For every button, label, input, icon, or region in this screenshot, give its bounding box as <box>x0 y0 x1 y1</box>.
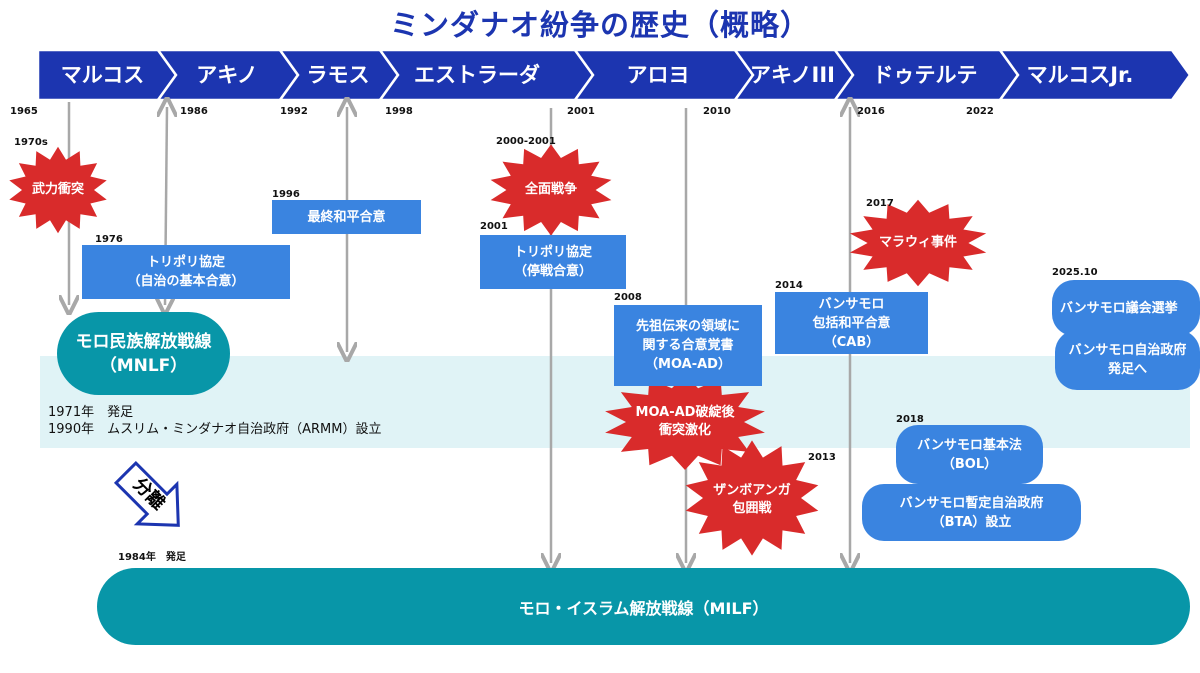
president-aquino: アキノ <box>196 63 258 87</box>
event-year: 2018 <box>896 414 924 425</box>
year-label: 1992 <box>280 106 308 117</box>
event-year: 1996 <box>272 189 300 200</box>
box-text: バンサモロ自治政府 <box>1068 343 1187 358</box>
event-year: 2025.10 <box>1052 267 1098 278</box>
event-year: 1976 <box>95 234 123 245</box>
president-arroyo: アロヨ <box>626 63 690 87</box>
event-bta: バンサモロ暫定自治政府 （BTA）設立 <box>862 484 1081 541</box>
starburst-shape <box>849 199 987 287</box>
year-label: 1998 <box>385 106 413 117</box>
box-text: （停戦合意） <box>513 264 592 279</box>
box-text: 最終和平合意 <box>307 209 386 225</box>
event-all-out-war: 全面戦争 <box>524 182 578 197</box>
event-zamboanga: ザンボアンガ包囲戦 <box>713 482 790 518</box>
box-text: 先祖伝来の領域に <box>635 319 740 334</box>
box-text: バンサモロ <box>818 296 885 312</box>
event-parliament-election: バンサモロ議会選挙 <box>1052 280 1200 336</box>
event-final-peace-agreement: 最終和平合意 <box>272 200 421 234</box>
box-text: 発足へ <box>1107 362 1147 377</box>
box-text: バンサモロ議会選挙 <box>1060 300 1178 316</box>
box-text: トリポリ協定 <box>146 255 225 270</box>
year-label: 2016 <box>857 106 885 117</box>
star-text: MOA-AD破綻後 <box>635 405 735 420</box>
event-year: 2000-2001 <box>496 136 556 147</box>
mnlf-abbr: （MNLF） <box>99 355 188 376</box>
box-text: トリポリ協定 <box>513 245 592 260</box>
event-tripoli-1976: トリポリ協定 （自治の基本合意） <box>82 245 290 299</box>
event-year: 2013 <box>808 452 836 463</box>
star-text: ザンボアンガ <box>713 483 791 498</box>
event-bangsamoro-government: バンサモロ自治政府発足へ <box>1055 330 1200 390</box>
chevron-segment <box>997 48 1192 102</box>
milf-founded: 1984年 発足 <box>118 552 186 563</box>
milf-pill: モロ・イスラム解放戦線（MILF） <box>97 568 1190 645</box>
event-moa-ad-collapse: MOA-AD破綻後衝突激化 <box>636 404 735 440</box>
mnlf-note-1990: 1990年 ムスリム・ミンダナオ自治政府（ARMM）設立 <box>48 422 382 437</box>
mnlf-note-1971: 1971年 発足 <box>48 405 134 420</box>
year-label: 2010 <box>703 106 731 117</box>
star-text: 衝突激化 <box>658 423 712 438</box>
event-tripoli-2001: トリポリ協定 （停戦合意） <box>480 235 626 289</box>
box-text: バンサモロ基本法 <box>917 437 1022 453</box>
year-label: 2001 <box>567 106 595 117</box>
president-estrada: エストラーダ <box>414 63 540 87</box>
mnlf-pill: モロ民族解放戦線 （MNLF） <box>57 312 230 395</box>
event-year: 1970s <box>14 137 48 148</box>
event-marawi: マラウィ事件 <box>878 235 958 250</box>
split-arrow <box>113 460 180 527</box>
president-duterte: ドゥテルテ <box>872 63 978 87</box>
event-moa-ad: 先祖伝来の領域に関する合意覚書 （MOA-AD） <box>614 305 762 386</box>
year-label: 1965 <box>10 106 38 117</box>
box-text: 包括和平合意 <box>812 315 891 331</box>
president-aquino-iii: アキノIII <box>750 63 835 87</box>
starburst-shape <box>490 144 612 236</box>
starburst-shape <box>685 440 819 556</box>
box-text: （CAB） <box>823 334 880 350</box>
box-text: （BTA）設立 <box>931 514 1012 530</box>
mnlf-name: モロ民族解放戦線 <box>75 331 212 352</box>
event-armed-clash: 武力衝突 <box>31 182 85 197</box>
president-ramos: ラモス <box>306 63 370 87</box>
star-text: 包囲戦 <box>732 501 772 516</box>
president-marcos: マルコス <box>60 63 145 87</box>
box-text: （BOL） <box>941 456 998 472</box>
page-title: ミンダナオ紛争の歴史（概略） <box>389 8 810 42</box>
event-year: 2001 <box>480 221 508 232</box>
milf-name: モロ・イスラム解放戦線（MILF） <box>518 598 769 618</box>
event-year: 2014 <box>775 280 803 291</box>
box-text: （自治の基本合意） <box>127 274 245 289</box>
box-text: バンサモロ暫定自治政府 <box>899 495 1044 511</box>
event-bol: バンサモロ基本法 （BOL） <box>896 425 1043 484</box>
event-cab: バンサモロ包括和平合意 （CAB） <box>775 292 928 354</box>
year-label: 1986 <box>180 106 208 117</box>
event-year: 2008 <box>614 292 642 303</box>
event-year: 2017 <box>866 198 894 209</box>
year-label: 2022 <box>966 106 994 117</box>
starburst-shape <box>9 146 107 234</box>
president-marcos-jr: マルコスJr. <box>1026 63 1134 87</box>
starburst-shape <box>605 374 765 470</box>
box-text: （MOA-AD） <box>645 357 731 372</box>
box-text: 関する合意覚書 <box>642 338 734 353</box>
